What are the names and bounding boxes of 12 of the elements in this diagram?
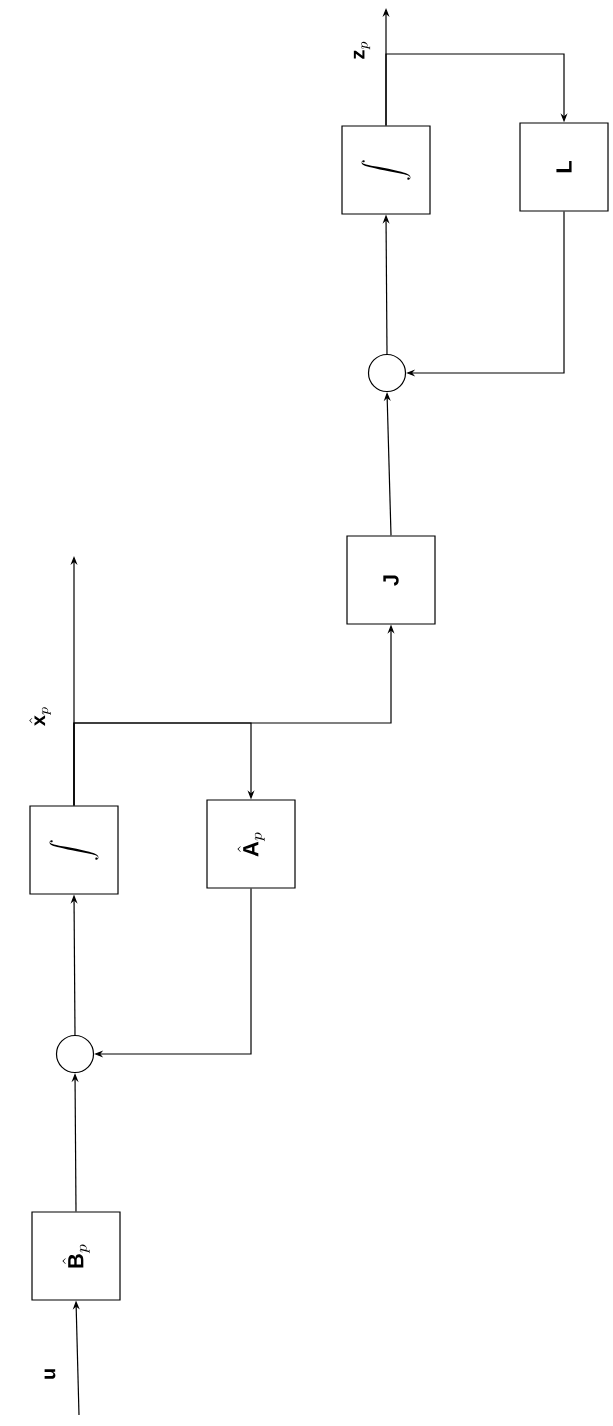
signal-label: $\mathbf{u}$ [44,1369,56,1379]
summing-junction [367,353,407,393]
signal-label: $\mathbf{z}_{p}$ [353,41,371,59]
block-box: $\hat{\mathbf{A}}_{p}$ [206,799,296,889]
block-box: $\mathbf{L}$ [519,122,609,212]
summing-junction [55,1034,95,1074]
arrow [385,53,568,126]
block-box: $\int$ [341,125,431,215]
block-box: $\hat{\mathbf{B}}_{p}$ [31,1211,121,1301]
signal-label: $\hat{\mathbf{x}}_{p}$ [29,707,51,727]
block-box: $\mathbf{J}$ [346,535,436,625]
block-box: $\int$ [29,805,119,895]
